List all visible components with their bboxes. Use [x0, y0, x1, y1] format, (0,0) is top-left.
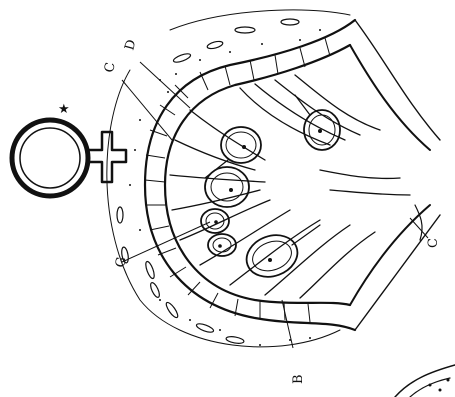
star-mark: ★: [58, 102, 70, 117]
female-symbol-icon: [12, 120, 126, 196]
outer-tissue: [107, 10, 350, 347]
label-b: B: [291, 374, 306, 384]
adjacent-fragment: [395, 365, 455, 397]
label-g: G: [113, 256, 130, 269]
label-d: D: [122, 38, 139, 52]
label-c-top: C: [102, 61, 119, 73]
oogonia: [201, 95, 340, 284]
oogonium: [205, 167, 249, 207]
paraphyses: [170, 75, 410, 298]
ostiole-tissue: [350, 20, 440, 330]
oogonium: [201, 209, 229, 233]
label-c-right: C: [426, 238, 441, 248]
oogonium: [295, 95, 340, 150]
